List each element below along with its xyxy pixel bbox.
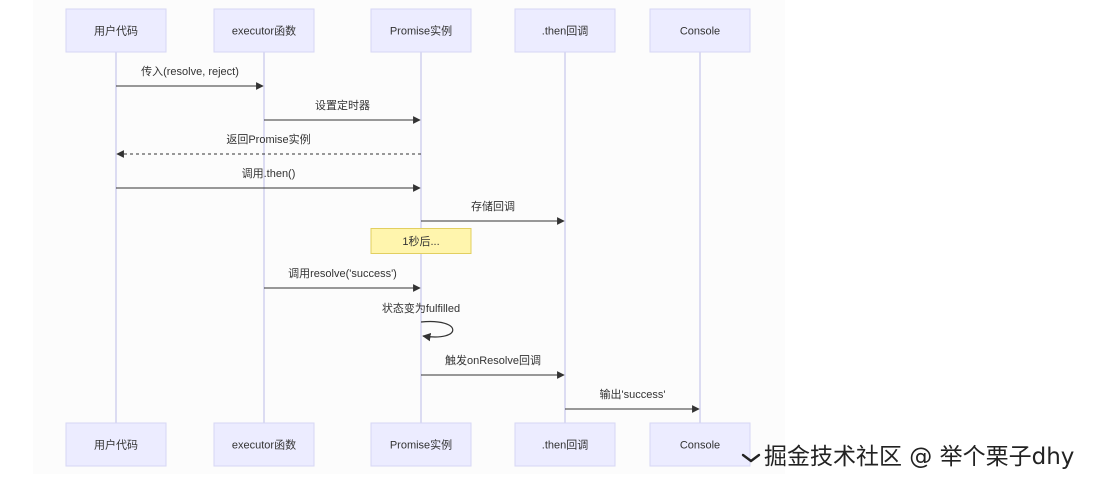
actor-box-bottom-then <box>514 422 616 467</box>
actor-box-top-console <box>649 8 751 53</box>
juejin-logo-icon <box>741 453 761 463</box>
actor-label-top-promise: Promise实例 <box>390 24 452 38</box>
actor-label-top-then: .then回调 <box>542 25 588 38</box>
actor-box-bottom-promise <box>370 422 472 467</box>
actor-label-bottom-then: .then回调 <box>542 439 588 452</box>
note-box <box>370 228 472 254</box>
actor-box-bottom-console <box>649 422 751 467</box>
actor-label-top-executor: executor函数 <box>232 25 296 38</box>
message-label-3: 调用.then() <box>242 167 296 180</box>
actor-label-bottom-promise: Promise实例 <box>390 438 452 452</box>
actor-box-top-then <box>514 8 616 53</box>
actor-box-top-user <box>65 8 167 53</box>
message-label-2: 返回Promise实例 <box>226 132 310 146</box>
watermark: 掘金技术社区 @ 举个栗子dhy <box>740 436 1074 472</box>
actor-box-top-executor <box>213 8 315 53</box>
message-label-4: 存储回调 <box>471 199 515 213</box>
watermark-text: 掘金技术社区 @ 举个栗子dhy <box>764 444 1075 470</box>
message-label-1: 设置定时器 <box>315 98 370 112</box>
actor-box-bottom-executor <box>213 422 315 467</box>
message-label-6: 调用resolve('success') <box>288 267 397 280</box>
message-label-8: 触发onResolve回调 <box>445 353 541 367</box>
message-label-7: 状态变为fulfilled <box>382 301 460 315</box>
actor-label-bottom-console: Console <box>680 440 720 452</box>
message-label-0: 传入(resolve, reject) <box>141 65 239 78</box>
message-arrow-7 <box>420 320 454 342</box>
message-label-9: 输出'success' <box>600 387 666 401</box>
actor-box-bottom-user <box>65 422 167 467</box>
actor-label-top-user: 用户代码 <box>94 24 138 38</box>
actor-label-top-console: Console <box>680 26 720 38</box>
note-label: 1秒后... <box>402 234 439 248</box>
actor-label-bottom-user: 用户代码 <box>94 438 138 452</box>
actor-box-top-promise <box>370 8 472 53</box>
actor-label-bottom-executor: executor函数 <box>232 439 296 452</box>
